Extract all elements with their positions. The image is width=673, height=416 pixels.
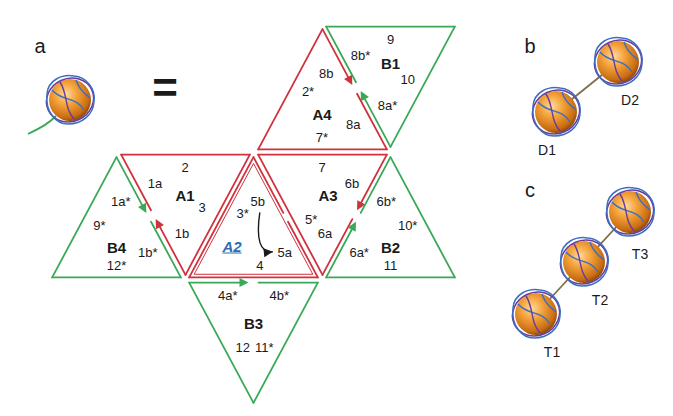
- dimer-label: D2: [621, 93, 639, 107]
- edge-number: 10*: [398, 219, 418, 232]
- face-edge: [185, 155, 249, 275]
- face-name: B1: [381, 55, 400, 70]
- edge-number: 6b: [345, 176, 359, 189]
- trimer-label: T1: [544, 345, 560, 359]
- edge-number: 8a: [346, 117, 360, 130]
- face-name: A1: [175, 187, 194, 202]
- origami-particle: [553, 232, 615, 291]
- triangle-face: A4 8b 8a 2* 7*: [254, 24, 391, 152]
- strand-arrowhead: [138, 203, 146, 213]
- face-name: B2: [381, 240, 400, 255]
- edge-number: 7*: [316, 131, 328, 144]
- edge-number: 5*: [305, 212, 317, 225]
- face-edge: [326, 277, 455, 279]
- edge-number: 1b*: [138, 245, 158, 258]
- face-edge: [189, 277, 318, 279]
- edge-number: 8a*: [378, 99, 398, 112]
- face-edge: [189, 157, 253, 277]
- triangle-outline: [185, 280, 322, 408]
- edge-number: 3*: [237, 207, 249, 220]
- origami-particle: [505, 284, 567, 343]
- trimer-label: T2: [592, 293, 608, 307]
- face-edge: [391, 27, 455, 147]
- face-edge: [258, 154, 387, 156]
- triangle-face: B3 4a* 4b* 12 11*: [185, 280, 322, 408]
- strand-segment: [288, 222, 318, 278]
- trimer-label: T3: [632, 247, 648, 261]
- face-edge: [258, 155, 322, 275]
- crossover-arrowhead: [263, 248, 272, 257]
- edge-number: 5b: [251, 195, 265, 208]
- panel-letter: c: [525, 180, 535, 200]
- edge-number: 1a*: [111, 195, 131, 208]
- edge-number: 10: [400, 72, 414, 85]
- dimer-label: D1: [538, 143, 556, 157]
- origami-particle: [39, 70, 101, 129]
- triangle-face: B2 6b*10* 6a* 11: [322, 152, 459, 280]
- scaffold-tail: [28, 116, 56, 134]
- equals-sign: =: [152, 66, 178, 110]
- edge-number: 3: [199, 200, 206, 213]
- edge-number: 6a: [318, 227, 332, 240]
- edge-number: 2: [181, 160, 188, 173]
- face-edge: [189, 283, 253, 403]
- edge-number: 1b: [175, 227, 189, 240]
- strand-arrowhead: [344, 75, 352, 85]
- origami-particle: [525, 82, 587, 141]
- edge-number: 12: [236, 340, 250, 353]
- edge-number: 8b: [319, 67, 333, 80]
- triangle-outline: [185, 152, 322, 280]
- strand-segment: [259, 282, 318, 284]
- inner-outline: [194, 163, 313, 274]
- edge-number: 4b*: [269, 288, 289, 301]
- face-name: A3: [318, 187, 337, 202]
- face-name: B4: [107, 240, 126, 255]
- triangle-face: A2 3*5b 5a 4: [185, 152, 322, 280]
- edge-number: 5a: [278, 245, 292, 258]
- face-name: A2: [222, 239, 241, 254]
- face-edge: [391, 157, 455, 277]
- crossover-arrow: [258, 212, 272, 252]
- panel-letter: a: [34, 36, 45, 56]
- strand-arrowhead: [348, 222, 356, 232]
- triangle-face: A1 2 1a 1b 3: [117, 152, 254, 280]
- face-name: B3: [244, 315, 263, 330]
- edge-number: 6a*: [349, 245, 369, 258]
- edge-number: 8b*: [351, 48, 371, 61]
- edge-number: 4a*: [218, 288, 238, 301]
- face-name: A4: [312, 107, 331, 122]
- edge-number: 9*: [93, 219, 105, 232]
- edge-number: 12*: [107, 259, 127, 272]
- strand-arrowhead: [361, 91, 369, 101]
- triangle-face: B4 1a* 9* 1b* 12*: [48, 152, 185, 280]
- edge-number: 4: [256, 259, 263, 272]
- edge-number: 11: [384, 259, 398, 272]
- triangle-face: B1 9 10 8b* 8a*: [322, 24, 459, 152]
- strand-arrowhead: [155, 219, 163, 229]
- edge-number: 1a: [148, 176, 162, 189]
- edge-number: 6b*: [376, 195, 396, 208]
- triangle-face: A3 7 6b 6a5*: [254, 152, 391, 280]
- edge-number: 9: [387, 32, 394, 45]
- panel-letter: b: [524, 36, 535, 56]
- edge-number: 7: [318, 160, 325, 173]
- face-edge: [258, 29, 322, 149]
- face-edge: [121, 154, 250, 156]
- face-edge: [258, 149, 387, 151]
- origami-particle: [599, 182, 661, 241]
- origami-particle: [587, 32, 649, 91]
- strand-segment: [189, 282, 244, 284]
- edge-number: 11*: [255, 340, 274, 353]
- strand-arrowhead: [240, 278, 249, 287]
- edge-number: 2*: [302, 85, 314, 98]
- face-edge: [254, 283, 318, 403]
- face-edge: [52, 277, 181, 279]
- face-edge: [326, 26, 455, 28]
